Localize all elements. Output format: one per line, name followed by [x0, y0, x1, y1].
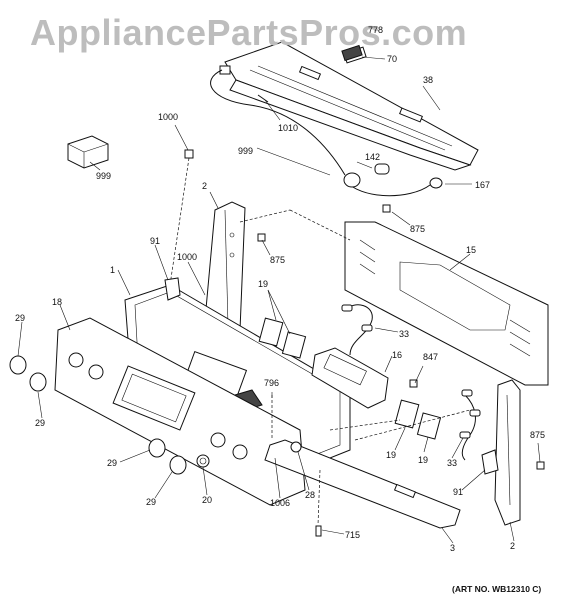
callout-33-bottom: 33 — [447, 458, 458, 468]
callout-70: 70 — [387, 54, 398, 64]
part-2-right-endcap — [494, 379, 521, 526]
callout-38: 38 — [423, 75, 434, 85]
part-38-top-bracket — [219, 41, 479, 171]
part-999-block — [67, 135, 109, 169]
callout-15: 15 — [466, 245, 477, 255]
part-18-overlay — [54, 317, 306, 506]
screws-misc — [257, 204, 545, 537]
callout-28: 28 — [305, 490, 316, 500]
callout-19-right: 19 — [418, 455, 429, 465]
part-3-lower-trim — [264, 439, 461, 529]
part-16-control-board — [311, 347, 389, 409]
knobs-29 — [9, 355, 187, 475]
part-15-rear-panel — [344, 221, 549, 386]
callout-19-mid: 19 — [386, 450, 397, 460]
callout-18: 18 — [52, 297, 63, 307]
callout-875-top: 875 — [410, 224, 426, 234]
callout-29-c: 29 — [107, 458, 118, 468]
callout-2-left: 2 — [202, 181, 208, 191]
callout-33-top: 33 — [399, 329, 410, 339]
callout-91-right: 91 — [453, 487, 464, 497]
callout-91-left: 91 — [150, 236, 161, 246]
leader-lines — [17, 56, 541, 544]
callout-999: 999 — [238, 146, 254, 156]
callout-875-mid: 875 — [270, 255, 286, 265]
part-142-lamp — [343, 163, 443, 189]
callout-167: 167 — [475, 180, 491, 190]
callout-1: 1 — [110, 265, 116, 275]
callout-875-right: 875 — [530, 430, 546, 440]
watermark: AppliancePartsPros.com — [30, 12, 468, 53]
callout-29-b: 29 — [35, 418, 46, 428]
callout-847: 847 — [423, 352, 439, 362]
callout-999-block: 999 — [96, 171, 112, 181]
callout-142: 142 — [365, 152, 381, 162]
callout-29-d: 29 — [146, 497, 157, 507]
part-33-harness — [341, 304, 481, 461]
part-20-ring — [196, 454, 210, 468]
callout-20: 20 — [202, 495, 213, 505]
screw-1000 — [169, 149, 194, 286]
callout-715: 715 — [345, 530, 361, 540]
callout-19-top: 19 — [258, 279, 269, 289]
part-91-brackets — [164, 277, 499, 475]
callout-796: 796 — [264, 378, 280, 388]
callout-2-right: 2 — [510, 541, 516, 551]
callout-1000-b: 1000 — [177, 252, 198, 262]
callout-1006: 1006 — [270, 498, 291, 508]
callout-1000: 1000 — [158, 112, 179, 122]
art-number: (ART NO. WB12310 C) — [452, 584, 542, 594]
callout-778: 778 — [368, 25, 384, 35]
alignment-lines — [239, 209, 471, 441]
callout-16: 16 — [392, 350, 403, 360]
callout-29-a: 29 — [15, 313, 26, 323]
callout-3: 3 — [450, 543, 456, 553]
callout-1010: 1010 — [278, 123, 299, 133]
